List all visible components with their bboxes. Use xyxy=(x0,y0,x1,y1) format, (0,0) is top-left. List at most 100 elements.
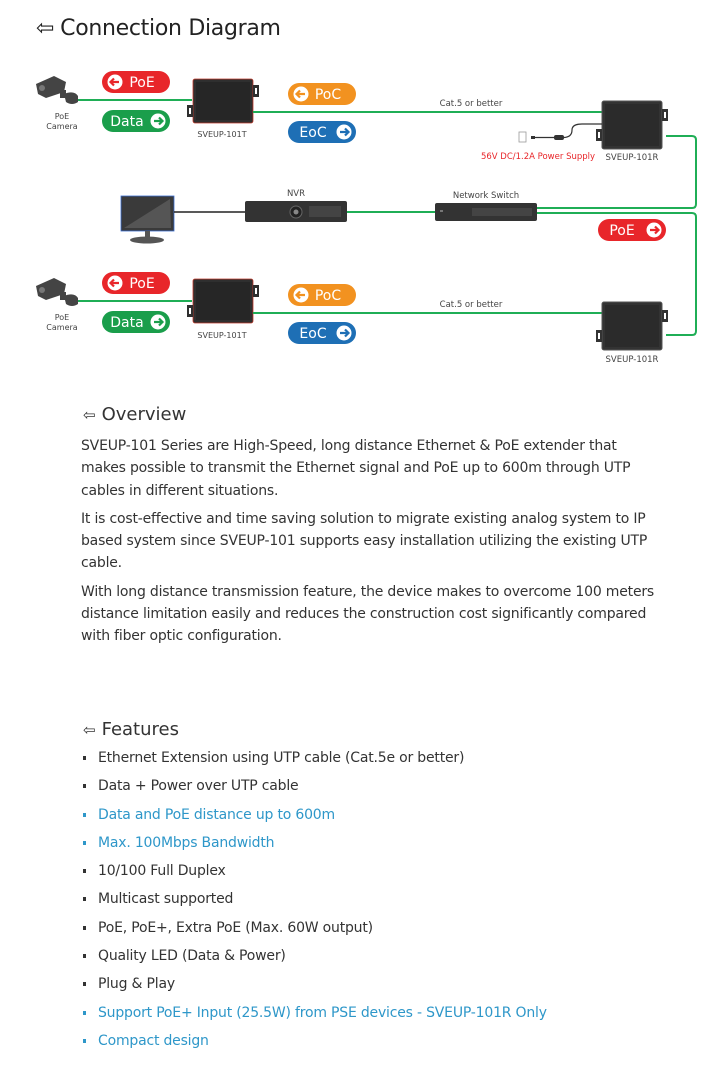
feature-text: Quality LED (Data & Power) xyxy=(98,948,286,965)
right-arrow-icon xyxy=(154,317,165,327)
left-arrow-icon: ⇦ xyxy=(83,721,96,739)
feature-text: Data and PoE distance up to 600m xyxy=(98,806,335,823)
left-arrow-icon: ⇦ xyxy=(83,406,96,424)
receiver-label: SVEUP-101R xyxy=(606,153,659,163)
svg-text:EoC: EoC xyxy=(299,125,326,141)
transmitter-label: SVEUP-101T xyxy=(197,331,246,340)
left-arrow-icon xyxy=(108,278,119,288)
feature-item: Support PoE+ Input (25.5W) from PSE devi… xyxy=(81,999,661,1027)
feature-item: 10/100 Full Duplex xyxy=(81,857,661,885)
camera-label: Camera xyxy=(46,122,77,131)
eoc-badge: EoC xyxy=(288,121,356,143)
middle-row: NVR Network Switch PoE xyxy=(120,189,666,244)
cable-label: Cat.5 or better xyxy=(440,99,503,109)
cable-label: Cat.5 or better xyxy=(440,300,503,310)
receiver-device-icon xyxy=(595,100,669,150)
receiver-label: SVEUP-101R xyxy=(606,355,659,365)
camera-label: PoE xyxy=(55,313,70,322)
left-arrow-icon: ⇦ xyxy=(36,16,55,41)
left-arrow-icon xyxy=(294,89,305,99)
feature-item: PoE, PoE+, Extra PoE (Max. 60W output) xyxy=(81,914,661,942)
overview-paragraph: It is cost-effective and time saving sol… xyxy=(81,510,648,572)
camera-icon xyxy=(36,278,78,306)
bullet-icon xyxy=(83,869,86,874)
svg-text:PoC: PoC xyxy=(315,288,342,304)
left-arrow-icon xyxy=(294,290,305,300)
bullet-icon xyxy=(83,812,86,817)
svg-text:Data: Data xyxy=(110,315,143,331)
feature-item: Quality LED (Data & Power) xyxy=(81,942,661,970)
bullet-icon xyxy=(83,756,86,760)
overview-paragraph: With long distance transmission feature,… xyxy=(81,583,655,645)
transmitter-label: SVEUP-101T xyxy=(197,130,246,139)
switch-label: Network Switch xyxy=(453,191,519,201)
overview-title: ⇦Overview xyxy=(83,404,187,425)
nvr-label: NVR xyxy=(287,189,305,199)
camera-label: Camera xyxy=(46,323,77,332)
features-section: ⇦Features Ethernet Extension using UTP c… xyxy=(81,719,661,1055)
svg-text:Data: Data xyxy=(110,114,143,130)
cable-switch-to-receiver2 xyxy=(536,212,697,336)
transmitter-device-icon xyxy=(186,278,260,324)
feature-text: Compact design xyxy=(98,1032,209,1049)
row-1: PoE Camera PoE Data SVEUP-101T Cat.5 or … xyxy=(36,71,669,163)
feature-text: Ethernet Extension using UTP cable (Cat.… xyxy=(98,750,465,766)
right-arrow-icon xyxy=(340,127,351,137)
poc-badge: PoC xyxy=(288,284,356,306)
network-switch-icon xyxy=(435,203,537,221)
bullet-icon xyxy=(83,840,86,845)
feature-text: PoE, PoE+, Extra PoE (Max. 60W output) xyxy=(98,919,373,936)
bullet-icon xyxy=(83,954,86,959)
monitor-icon xyxy=(120,195,175,244)
feature-text: Support PoE+ Input (25.5W) from PSE devi… xyxy=(98,1004,547,1021)
svg-text:PoE: PoE xyxy=(129,75,154,91)
nvr-icon xyxy=(245,201,347,222)
feature-item: Plug & Play xyxy=(81,970,661,998)
feature-item: Data + Power over UTP cable xyxy=(81,772,661,800)
transmitter-device-icon xyxy=(186,78,260,124)
feature-text: 10/100 Full Duplex xyxy=(98,863,226,880)
data-badge: Data xyxy=(102,311,170,333)
bullet-icon xyxy=(83,925,86,930)
feature-text: Multicast supported xyxy=(98,891,234,908)
svg-text:PoE: PoE xyxy=(609,223,634,239)
overview-section: ⇦Overview SVEUP-101 Series are High-Spee… xyxy=(81,404,661,654)
feature-item: Multicast supported xyxy=(81,885,661,913)
poe-badge: PoE xyxy=(102,71,170,93)
svg-text:PoE: PoE xyxy=(129,276,154,292)
camera-label: PoE xyxy=(55,112,70,121)
svg-text:EoC: EoC xyxy=(299,326,326,342)
feature-item: Max. 100Mbps Bandwidth xyxy=(81,829,661,857)
power-supply-icon xyxy=(518,123,602,143)
poe-badge: PoE xyxy=(598,219,666,241)
feature-item: Data and PoE distance up to 600m xyxy=(81,801,661,829)
data-badge: Data xyxy=(102,110,170,132)
row-2: PoE Camera PoE Data SVEUP-101T Cat.5 or … xyxy=(36,272,669,365)
features-title: ⇦Features xyxy=(83,719,179,740)
right-arrow-icon xyxy=(154,116,165,126)
camera-icon xyxy=(36,76,78,104)
bullet-icon xyxy=(83,897,86,902)
feature-text: Plug & Play xyxy=(98,976,175,993)
overview-paragraph: SVEUP-101 Series are High-Speed, long di… xyxy=(81,438,631,499)
connection-diagram: PoE Camera PoE Data SVEUP-101T Cat.5 or … xyxy=(36,71,697,365)
features-list: Ethernet Extension using UTP cable (Cat.… xyxy=(81,744,661,1055)
left-arrow-icon xyxy=(108,77,119,87)
bullet-icon xyxy=(83,1010,86,1015)
feature-item: Ethernet Extension using UTP cable (Cat.… xyxy=(81,744,661,772)
svg-text:PoC: PoC xyxy=(315,87,342,103)
right-arrow-icon xyxy=(340,328,351,338)
poe-badge: PoE xyxy=(102,272,170,294)
right-arrow-icon xyxy=(650,225,661,235)
feature-item: Compact design xyxy=(81,1027,661,1055)
page-title-text: Connection Diagram xyxy=(60,16,281,41)
poc-badge: PoC xyxy=(288,83,356,105)
cable-receiver1-to-switch xyxy=(536,135,697,209)
feature-text: Data + Power over UTP cable xyxy=(98,778,299,795)
bullet-icon xyxy=(83,982,86,987)
page-title: ⇦Connection Diagram xyxy=(36,16,281,41)
bullet-icon xyxy=(83,784,86,789)
receiver-device-icon xyxy=(595,301,669,351)
feature-text: Max. 100Mbps Bandwidth xyxy=(98,834,275,851)
eoc-badge: EoC xyxy=(288,322,356,344)
